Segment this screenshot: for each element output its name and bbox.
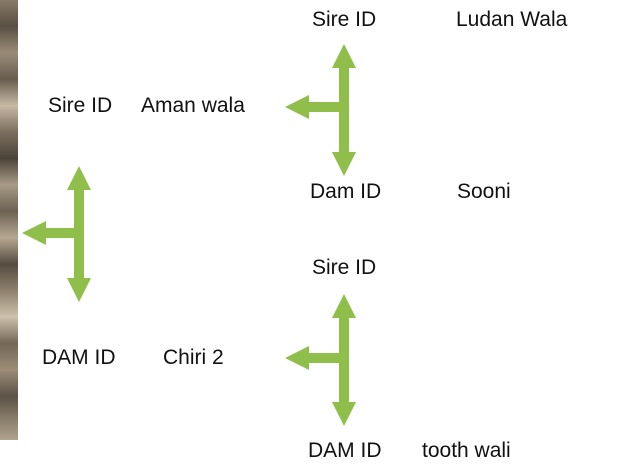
connector-top-horizontal-shaft <box>305 102 344 112</box>
connector-bottom-horizontal-shaft <box>305 353 344 363</box>
connector-left-up-arrowhead <box>67 166 91 190</box>
sire-name: Aman wala <box>141 94 245 117</box>
bottom-dam-id-label: DAM ID <box>308 439 382 462</box>
connector-left-horizontal-shaft <box>42 228 79 238</box>
dam-id-label: DAM ID <box>42 346 116 369</box>
connector-bottom <box>285 294 356 426</box>
connector-top <box>285 44 356 176</box>
connector-left <box>22 166 91 302</box>
top-dam-id-label: Dam ID <box>310 180 382 203</box>
dam-name: Chiri 2 <box>163 346 224 369</box>
bottom-sire-id-label: Sire ID <box>312 256 377 279</box>
connector-bottom-up-arrowhead <box>332 294 356 318</box>
top-dam-name: Sooni <box>457 180 511 203</box>
top-sire-id-label: Sire ID <box>312 8 377 31</box>
sire-id-label: Sire ID <box>48 94 113 117</box>
connector-top-up-arrowhead <box>332 44 356 68</box>
connector-left-down-arrowhead <box>67 278 91 302</box>
connector-top-left-arrowhead <box>285 95 309 119</box>
connector-bottom-left-arrowhead <box>285 346 309 370</box>
photo-edge <box>0 0 18 440</box>
connector-bottom-down-arrowhead <box>332 402 356 426</box>
connector-left-left-arrowhead <box>22 221 46 245</box>
top-sire-name: Ludan Wala <box>456 8 568 31</box>
connector-top-down-arrowhead <box>332 152 356 176</box>
bottom-dam-name: tooth wali <box>422 439 511 462</box>
